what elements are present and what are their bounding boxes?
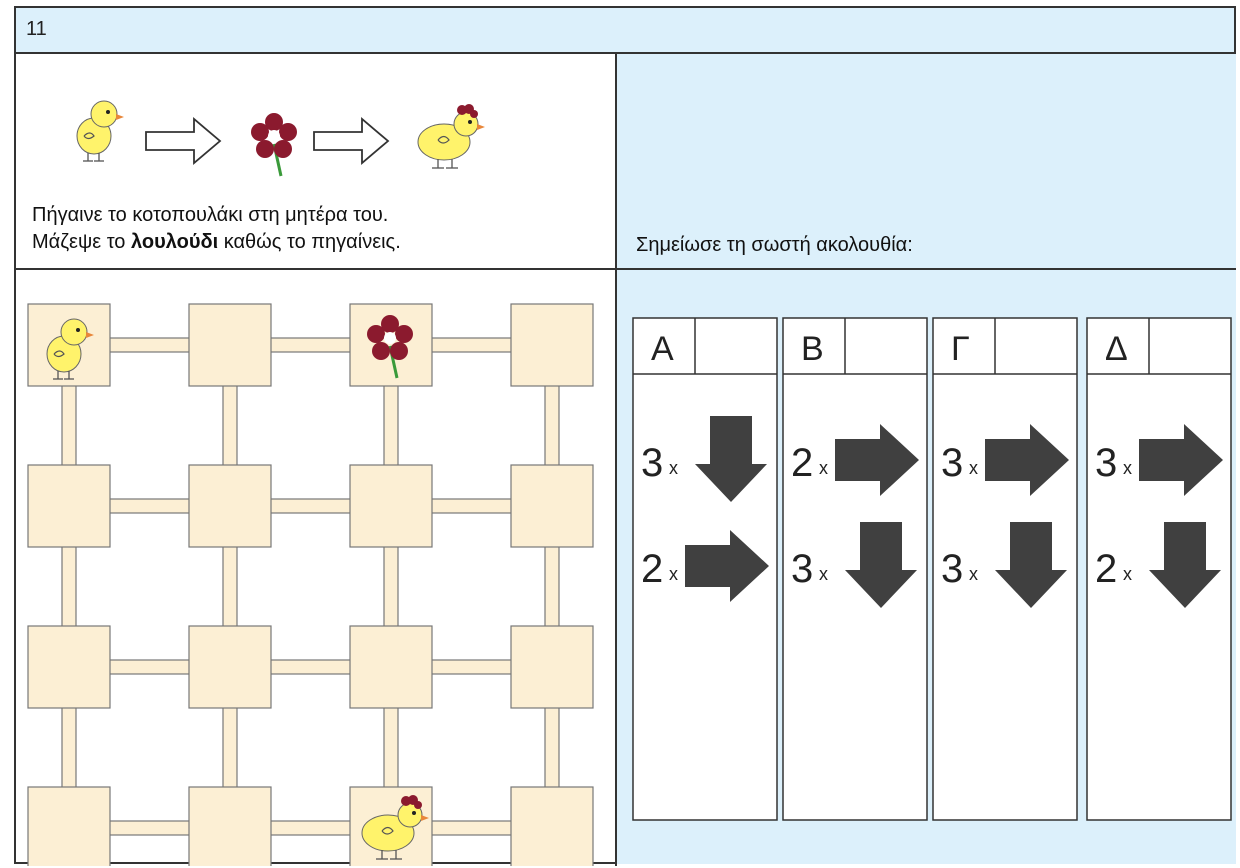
maze-path [107, 659, 192, 675]
step-count: 3 [641, 441, 663, 485]
instruction-line-2: Μάζεψε το λουλούδι καθώς το πηγαίνεις. [32, 231, 401, 253]
step-multiplier: x [1123, 564, 1132, 584]
maze-path [222, 705, 238, 790]
maze-path [61, 705, 77, 790]
option-panel [782, 317, 928, 821]
maze-tile [188, 303, 272, 387]
maze-tile [510, 786, 594, 866]
maze-path [429, 820, 514, 836]
maze-path [383, 544, 399, 629]
maze-path [544, 383, 560, 468]
option-panel [1086, 317, 1232, 821]
maze-path [429, 337, 514, 353]
step-multiplier: x [819, 564, 828, 584]
divider-vertical [615, 54, 617, 866]
maze-tile [510, 464, 594, 548]
maze-path [107, 820, 192, 836]
step-multiplier: x [1123, 458, 1132, 478]
option-checkbox[interactable] [845, 318, 927, 374]
option-checkbox[interactable] [995, 318, 1077, 374]
task-number: 11 [26, 18, 47, 40]
option-label: Δ [1105, 330, 1128, 368]
maze-path [268, 820, 353, 836]
step-count: 2 [641, 547, 663, 591]
answer-prompt: Σημείωσε τη σωστή ακολουθία: [636, 234, 913, 256]
maze-path [544, 544, 560, 629]
step-multiplier: x [819, 458, 828, 478]
maze-tile [27, 786, 111, 866]
maze-path [107, 337, 192, 353]
maze-tile [188, 625, 272, 709]
maze-tile [349, 625, 433, 709]
goal-sequence [76, 100, 486, 178]
maze-path [268, 337, 353, 353]
step-multiplier: x [669, 564, 678, 584]
divider-horizontal [16, 268, 1234, 270]
maze-path [383, 383, 399, 468]
puzzle-card: 11 Πήγαινε το κοτοπουλάκι στη μητέρα του… [14, 6, 1236, 866]
option-label: Β [801, 330, 824, 368]
maze-tile [27, 464, 111, 548]
option-checkbox[interactable] [695, 318, 777, 374]
maze-path [429, 659, 514, 675]
option-checkbox[interactable] [1149, 318, 1231, 374]
maze-path [222, 383, 238, 468]
maze-grid [27, 303, 594, 866]
maze-tile [510, 625, 594, 709]
maze-tile [188, 464, 272, 548]
maze-path [222, 544, 238, 629]
maze-path [383, 705, 399, 790]
flower-word: λουλούδι [130, 231, 219, 253]
maze-path [544, 705, 560, 790]
step-multiplier: x [969, 458, 978, 478]
arrow-icon [313, 118, 389, 164]
step-count: 3 [1095, 441, 1117, 485]
option-panel [932, 317, 1078, 821]
chick-icon [76, 100, 125, 162]
answer-prompt-panel [617, 54, 1236, 268]
step-multiplier: x [969, 564, 978, 584]
maze-path [268, 659, 353, 675]
step-count: 3 [941, 547, 963, 591]
option-label: Α [651, 330, 674, 368]
maze-tile [27, 625, 111, 709]
task-header: 11 [16, 8, 1234, 54]
step-count: 2 [1095, 547, 1117, 591]
hen-icon [417, 103, 486, 169]
instruction-line-1: Πήγαινε το κοτοπουλάκι στη μητέρα του. [32, 204, 389, 226]
instructions: Πήγαινε το κοτοπουλάκι στη μητέρα του. Μ… [32, 202, 401, 256]
maze-tile [349, 464, 433, 548]
maze-path [107, 498, 192, 514]
maze-path [61, 544, 77, 629]
step-count: 3 [791, 547, 813, 591]
arrow-icon [145, 118, 221, 164]
step-multiplier: x [669, 458, 678, 478]
option-label: Γ [951, 330, 970, 368]
step-count: 3 [941, 441, 963, 485]
flower-icon [249, 111, 299, 178]
maze-path [61, 383, 77, 468]
maze-path [268, 498, 353, 514]
step-count: 2 [791, 441, 813, 485]
maze-tile [188, 786, 272, 866]
maze-path [429, 498, 514, 514]
maze-tile [510, 303, 594, 387]
